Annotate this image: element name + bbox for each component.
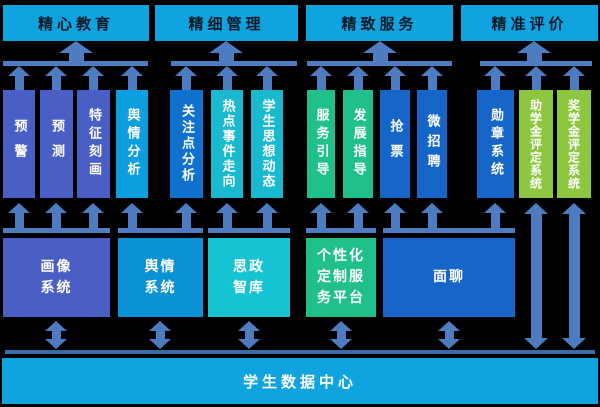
function-box-medal-system: 勋章系统: [477, 90, 514, 198]
up-arrow-gexinghua-2: [347, 203, 369, 228]
function-box-student-thought: 学生思想动态: [251, 90, 283, 198]
double-arrow-scholarship-datacenter: [562, 203, 586, 349]
up-arrow-to-header-1: [59, 41, 93, 61]
double-arrow-sentiment: [149, 321, 171, 349]
double-arrow-thinktank: [238, 321, 260, 349]
system-box-profile: 画像 系统: [3, 238, 110, 317]
up-arrow-to-header-2: [209, 41, 243, 61]
up-arrow-redian: [216, 66, 238, 90]
function-box-prediction: 预测: [40, 90, 73, 198]
data-center-bus-line: [5, 350, 595, 354]
double-arrow-platform: [330, 321, 352, 349]
connector-bar-group-4: [480, 61, 592, 66]
connector-bar-yuqing: [118, 228, 203, 233]
system-box-face-chat: 面聊: [383, 238, 515, 317]
student-data-center-label: 学生数据中心: [242, 372, 357, 391]
system-box-label-line: 思政: [233, 258, 265, 275]
function-box-feature-profile: 特征刻画: [77, 90, 110, 198]
system-box-label-line: 个性化: [317, 248, 365, 264]
system-box-label-line: 画像: [40, 258, 73, 275]
up-arrow-huaxiang-1: [8, 203, 30, 228]
function-box-micro-recruitment: 微招聘: [417, 90, 447, 198]
function-box-ticket-grab: 抢票: [380, 90, 410, 198]
up-arrow-yuce: [45, 66, 67, 90]
system-box-label-line: 智库: [233, 279, 265, 296]
up-arrow-weizhaopin: [421, 66, 443, 90]
system-box-ideology-thinktank: 思政 智库: [208, 238, 290, 317]
header-jingxin-jiaoyu: 精心教育: [3, 5, 149, 41]
system-box-label-line: 定制服: [317, 269, 365, 285]
connector-bar-gexinghua: [306, 228, 376, 233]
function-box-scholarship-evaluation: 奖学金评定系统: [557, 90, 591, 198]
function-box-development-guidance: 发展指导: [343, 90, 373, 198]
system-box-personalized-platform: 个性化 定制服 务平台: [306, 238, 376, 317]
up-arrow-zhuxuejin: [525, 66, 547, 90]
up-arrow-yujing: [8, 66, 30, 90]
double-arrow-face-chat: [438, 321, 460, 349]
system-box-label-line: 系统: [40, 279, 73, 296]
header-jingzhi-fuwu: 精致服务: [306, 5, 453, 41]
function-box-focus-analysis: 关注点分析: [170, 90, 203, 198]
function-box-warning: 预警: [3, 90, 35, 198]
up-arrow-yuqing-fenxi: [121, 66, 143, 90]
up-arrow-mianliao-3: [484, 203, 506, 228]
up-arrow-sixiang: [256, 66, 278, 90]
double-arrow-profile: [45, 321, 67, 349]
up-arrow-jiangxuejin: [563, 66, 585, 90]
connector-bar-group-2: [171, 61, 297, 66]
system-box-label-line: 务平台: [317, 290, 365, 306]
up-arrow-xunzhang: [484, 66, 506, 90]
connector-bar-sizheng: [208, 228, 290, 233]
function-box-sentiment-analysis: 舆情分析: [116, 90, 148, 198]
up-arrow-sizheng-2: [256, 203, 278, 228]
function-box-service-guidance: 服务引导: [307, 90, 335, 198]
up-arrow-sizheng-1: [216, 203, 238, 228]
function-box-hot-event-trend: 热点事件走向: [211, 90, 243, 198]
system-box-sentiment: 舆情 系统: [118, 238, 203, 317]
connector-bar-mianliao: [383, 228, 515, 233]
up-arrow-gexinghua-1: [310, 203, 332, 228]
system-box-label-line: 面聊: [433, 269, 465, 285]
connector-bar-group-3: [307, 61, 452, 66]
student-data-center-box: 学生数据中心: [2, 358, 598, 404]
up-arrow-huaxiang-3: [82, 203, 104, 228]
up-arrow-fazhan: [347, 66, 369, 90]
system-box-label-line: 舆情: [144, 258, 177, 275]
header-jingzhun-pingjia: 精准评价: [461, 5, 598, 41]
up-arrow-guanzhudian: [175, 66, 197, 90]
connector-bar-group-1: [3, 61, 148, 66]
up-arrow-qiangpiao: [384, 66, 406, 90]
up-arrow-yuqing-1: [121, 203, 143, 228]
up-arrow-to-header-3: [363, 41, 397, 61]
up-arrow-mianliao-1: [384, 203, 406, 228]
header-jingxi-guanli: 精细管理: [155, 5, 298, 41]
double-arrow-grant-datacenter: [524, 203, 548, 349]
function-box-grant-evaluation: 助学金评定系统: [519, 90, 553, 198]
up-arrow-mianliao-2: [421, 203, 443, 228]
up-arrow-yuqing-2: [175, 203, 197, 228]
connector-bar-huaxiang: [3, 228, 110, 233]
up-arrow-to-header-4: [517, 41, 551, 61]
up-arrow-tezheng: [82, 66, 104, 90]
system-box-label-line: 系统: [144, 279, 177, 296]
up-arrow-fuwu: [310, 66, 332, 90]
up-arrow-huaxiang-2: [45, 203, 67, 228]
